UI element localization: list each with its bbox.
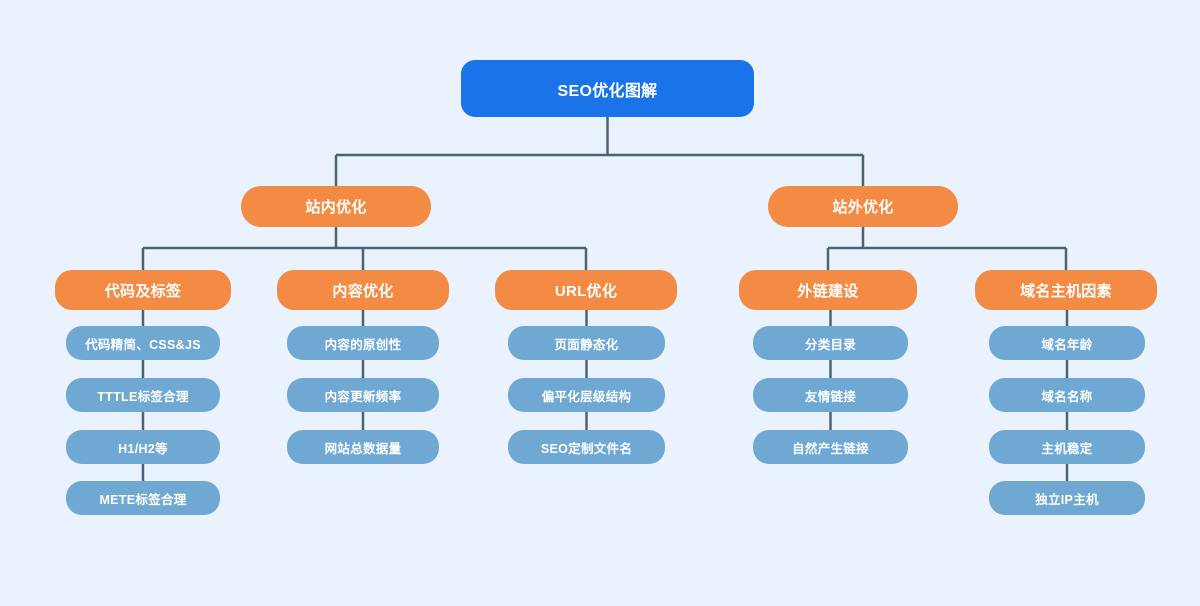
leaf-node-0-0-2[interactable]: H1/H2等 <box>66 430 220 464</box>
leaf-node-1-1-3[interactable]: 独立IP主机 <box>989 481 1145 515</box>
leaf-node-0-0-3[interactable]: METE标签合理 <box>66 481 220 515</box>
branch-node-1[interactable]: 站外优化 <box>768 186 958 227</box>
group-node-0-2[interactable]: URL优化 <box>495 270 677 310</box>
branch-node-0[interactable]: 站内优化 <box>241 186 431 227</box>
root-node[interactable]: SEO优化图解 <box>461 60 754 117</box>
leaf-node-0-1-0[interactable]: 内容的原创性 <box>287 326 439 360</box>
group-node-1-1[interactable]: 域名主机因素 <box>975 270 1157 310</box>
leaf-node-0-2-0[interactable]: 页面静态化 <box>508 326 665 360</box>
leaf-node-1-0-1[interactable]: 友情链接 <box>753 378 908 412</box>
leaf-node-0-0-1[interactable]: TTTLE标签合理 <box>66 378 220 412</box>
group-node-1-0[interactable]: 外链建设 <box>739 270 917 310</box>
leaf-node-1-1-0[interactable]: 域名年龄 <box>989 326 1145 360</box>
leaf-node-1-1-2[interactable]: 主机稳定 <box>989 430 1145 464</box>
leaf-node-0-1-1[interactable]: 内容更新频率 <box>287 378 439 412</box>
leaf-node-1-1-1[interactable]: 域名名称 <box>989 378 1145 412</box>
leaf-node-1-0-0[interactable]: 分类目录 <box>753 326 908 360</box>
group-node-0-1[interactable]: 内容优化 <box>277 270 449 310</box>
group-node-0-0[interactable]: 代码及标签 <box>55 270 231 310</box>
leaf-node-0-2-1[interactable]: 偏平化层级结构 <box>508 378 665 412</box>
leaf-node-0-2-2[interactable]: SEO定制文件名 <box>508 430 665 464</box>
leaf-node-0-0-0[interactable]: 代码精简、CSS&JS <box>66 326 220 360</box>
leaf-node-1-0-2[interactable]: 自然产生链接 <box>753 430 908 464</box>
leaf-node-0-1-2[interactable]: 网站总数据量 <box>287 430 439 464</box>
